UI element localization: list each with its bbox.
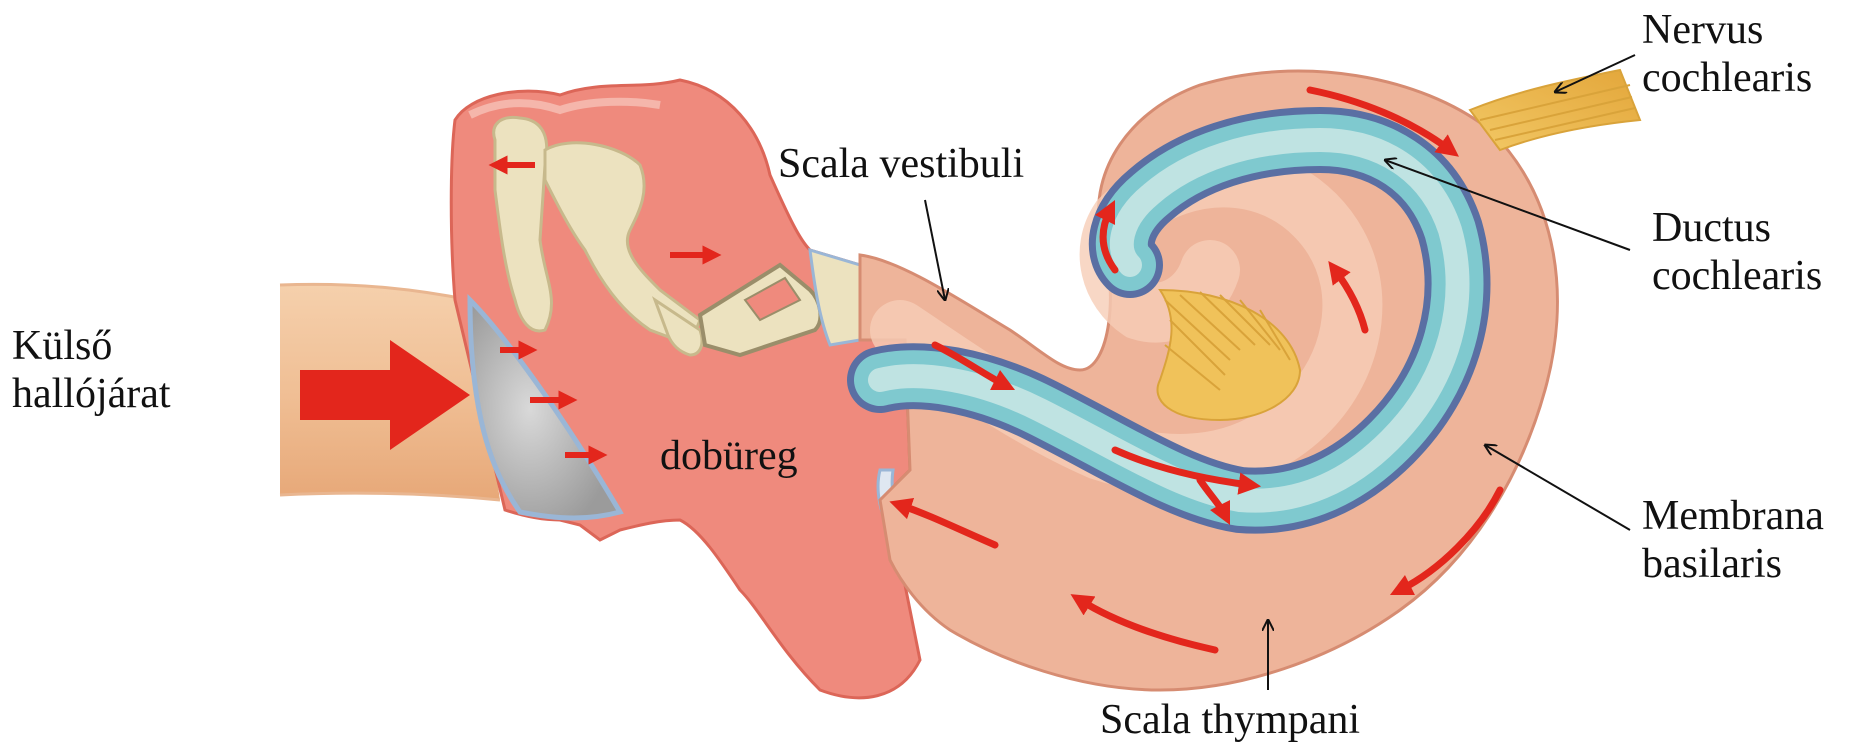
label-external-auditory-canal: Külső hallójárat xyxy=(12,322,171,418)
label-ductus-cochlearis: Ductus cochlearis xyxy=(1652,204,1822,300)
label-line: Scala vestibuli xyxy=(778,140,1024,188)
label-line: hallójárat xyxy=(12,370,171,418)
label-line: cochlearis xyxy=(1652,252,1822,300)
label-scala-tympani: Scala thympani xyxy=(1100,696,1360,744)
label-tympanic-cavity: dobüreg xyxy=(660,432,798,480)
label-line: dobüreg xyxy=(660,432,798,480)
label-nervus-cochlearis: Nervus cochlearis xyxy=(1642,6,1812,102)
label-line: Scala thympani xyxy=(1100,696,1360,744)
label-scala-vestibuli: Scala vestibuli xyxy=(778,140,1024,188)
label-line: Membrana xyxy=(1642,492,1824,540)
label-membrana-basilaris: Membrana basilaris xyxy=(1642,492,1824,588)
label-line: Nervus xyxy=(1642,6,1812,54)
label-line: Ductus xyxy=(1652,204,1822,252)
label-line: Külső xyxy=(12,322,171,370)
cochlear-nerve xyxy=(1470,70,1640,150)
label-line: basilaris xyxy=(1642,540,1824,588)
label-line: cochlearis xyxy=(1642,54,1812,102)
